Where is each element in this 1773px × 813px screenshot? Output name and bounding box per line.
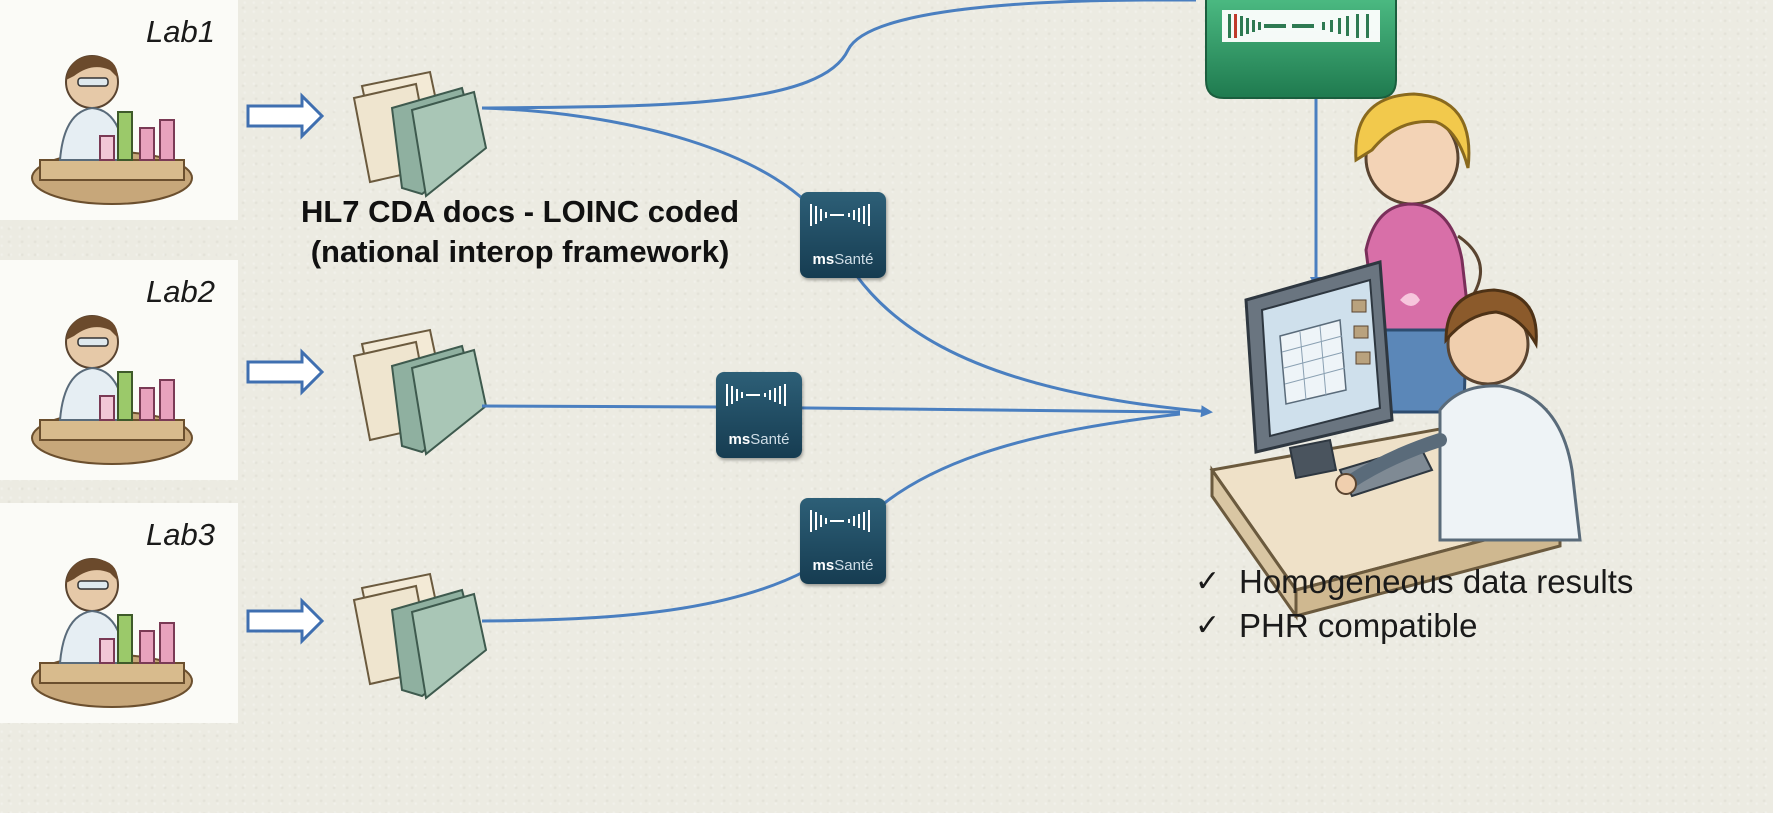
badge-brand-light: Santé [834, 251, 874, 268]
checkmark-icon: ✓ [1195, 609, 1221, 642]
checkmark-icon: ✓ [1195, 565, 1221, 598]
benefit-item: ✓ PHR compatible [1195, 604, 1755, 648]
lab2-label: Lab2 [146, 274, 215, 309]
benefit-item: ✓ Homogeneous data results [1195, 560, 1755, 604]
hollow-arrow-lab1 [246, 92, 325, 140]
signal-bars-icon [810, 204, 870, 226]
badge-brand-bold: ms [812, 251, 835, 268]
connector-folder1-to-app [481, 0, 1196, 110]
hollow-arrow-lab2 [246, 348, 325, 396]
hollow-arrow-lab3 [246, 597, 325, 645]
lab3-tile: Lab3 [0, 503, 238, 723]
lab-technician-icon [31, 55, 193, 205]
badge-brand-bold: ms [812, 557, 835, 574]
caption-line-1: HL7 CDA docs - LOINC coded [300, 194, 740, 229]
document-folder-icon [352, 70, 488, 198]
lab1-label: Lab1 [146, 14, 215, 49]
badge-brand-light: Santé [750, 431, 790, 448]
connector-folder2-to-computer [481, 404, 1181, 414]
benefit-text: Homogeneous data results [1239, 563, 1634, 600]
lab-technician-icon [31, 558, 193, 708]
badge-brand-bold: ms [728, 431, 751, 448]
mssante-badge: msSanté [800, 498, 886, 584]
caption: HL7 CDA docs - LOINC coded (national int… [240, 192, 800, 272]
document-folder-icon [352, 572, 488, 700]
lab3-label: Lab3 [146, 517, 215, 552]
lab1-tile: Lab1 [0, 0, 238, 220]
signal-bars-icon [810, 510, 870, 532]
benefit-text: PHR compatible [1239, 607, 1478, 644]
caption-line-2: (national interop framework) [310, 234, 730, 269]
mssante-badge: msSanté [800, 192, 886, 278]
badge-brand-light: Santé [834, 557, 874, 574]
doctor-patient-computer-icon [1209, 92, 1582, 621]
signal-bars-icon [726, 384, 786, 406]
app-tile-icon [1205, 0, 1397, 99]
benefits-list: ✓ Homogeneous data results ✓ PHR compatibl… [1195, 560, 1755, 648]
mssante-badge: msSanté [716, 372, 802, 458]
lab-technician-icon [31, 315, 193, 465]
lab2-tile: Lab2 [0, 260, 238, 480]
document-folder-icon [352, 328, 488, 456]
